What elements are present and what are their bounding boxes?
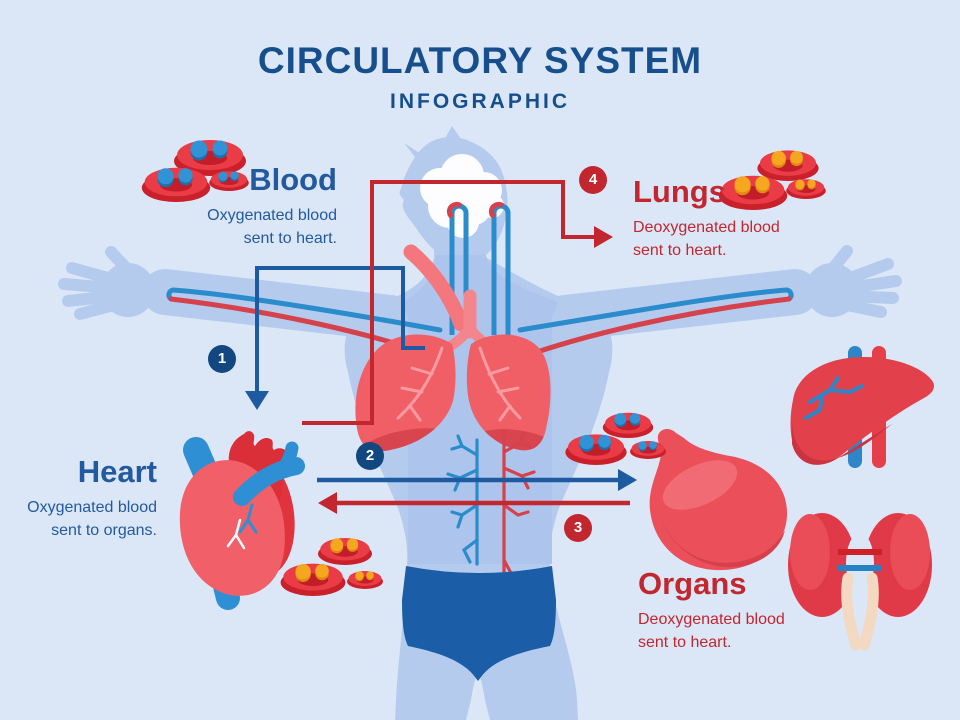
neck-vessels <box>446 201 511 335</box>
arm-vessels-right <box>517 287 794 361</box>
step-badge-3: 3 <box>564 514 592 542</box>
section-lungs: Lungs Deoxygenated blood sent to heart. <box>633 174 808 262</box>
step-badge-4: 4 <box>579 166 607 194</box>
page-subtitle: INFOGRAPHIC <box>390 90 570 113</box>
stomach-icon <box>649 429 788 571</box>
blood-description: Oxygenated blood sent to heart. <box>207 206 337 247</box>
section-blood: Blood Oxygenated blood sent to heart. <box>182 162 337 250</box>
section-organs: Organs Deoxygenated blood sent to heart. <box>638 566 813 654</box>
heart-heading: Heart <box>77 454 157 489</box>
arrow-2-heart-to-organs <box>317 469 637 491</box>
arrow-3-organs-to-heart <box>318 492 630 514</box>
liver-icon <box>790 346 934 468</box>
swim-trunks <box>402 566 556 681</box>
page-title: CIRCULATORY SYSTEM <box>257 40 703 81</box>
heart-description: Oxygenated blood sent to organs. <box>27 498 157 539</box>
blood-heading: Blood <box>249 162 337 197</box>
lungs-heading: Lungs <box>633 174 726 209</box>
heart-organ-icon <box>179 431 305 610</box>
connector-4-heart-to-lungs <box>302 180 613 425</box>
lungs-description: Deoxygenated blood sent to heart. <box>633 218 780 259</box>
organs-heading: Organs <box>638 566 747 601</box>
brain-icon <box>420 154 504 238</box>
kidneys-icon <box>788 513 932 651</box>
blood-cells-bottom-left <box>280 538 383 596</box>
section-heart: Heart Oxygenated blood sent to organs. <box>2 454 157 542</box>
step-badge-1: 1 <box>208 345 236 373</box>
aorta-vessel <box>403 244 469 332</box>
connector-1-blood-to-heart <box>245 266 425 410</box>
step-badge-2: 2 <box>356 442 384 470</box>
organs-description: Deoxygenated blood sent to heart. <box>638 610 785 651</box>
